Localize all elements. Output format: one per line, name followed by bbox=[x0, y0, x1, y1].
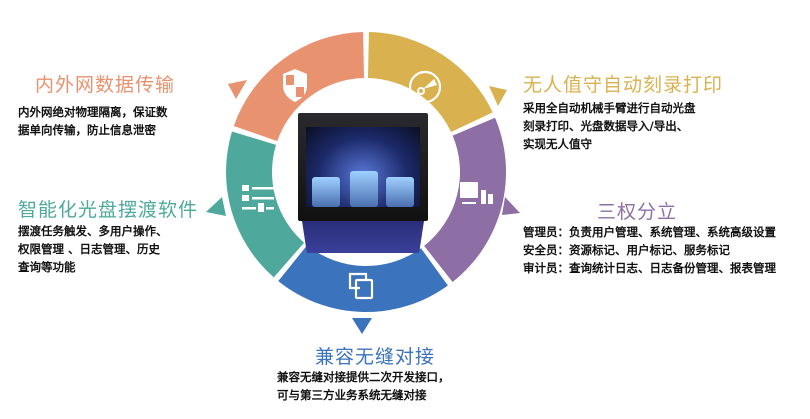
ring-segment-three-powers bbox=[424, 117, 506, 283]
title-compatibility: 兼容无缝对接 bbox=[315, 346, 436, 368]
arrow-gold bbox=[489, 86, 507, 106]
desc-line: 权限管理 、日志管理、历史 bbox=[18, 242, 161, 256]
desc-line: 摆渡任务触发、多用户操作、 bbox=[18, 224, 168, 238]
monitor-chart-icon bbox=[460, 182, 493, 204]
desc-line: 可与第三方业务系统无缝对接 bbox=[277, 388, 427, 402]
ring-segment-ferry-software bbox=[226, 131, 305, 278]
arrow-teal bbox=[206, 197, 226, 216]
desc-line: 据单向传输，防止信息泄密 bbox=[18, 123, 156, 137]
shield-icon bbox=[283, 69, 307, 102]
title-data-transfer: 内外网数据传输 bbox=[35, 74, 176, 96]
desc-data-transfer: 内外网绝对物理隔离，保证数 据单向传输，防止信息泄密 bbox=[18, 103, 168, 139]
desc-line: 采用全自动机械手臂进行自动光盘 bbox=[523, 101, 696, 115]
desc-line: 审计员：查询统计日志、日志备份管理、报表管理 bbox=[523, 261, 776, 275]
ring-segment-auto-burn bbox=[367, 32, 493, 132]
disc-icon bbox=[408, 70, 442, 104]
desc-line: 安全员：资源标记、用户标记、服务标记 bbox=[523, 243, 730, 257]
desc-line: 刻录打印、光盘数据导入/导出、 bbox=[523, 119, 689, 133]
arrow-blue bbox=[352, 318, 372, 334]
desc-line: 查询等功能 bbox=[18, 260, 76, 274]
desc-line: 管理员：负责用户管理、系统管理、系统高级设置 bbox=[523, 225, 776, 239]
disc-stack-center bbox=[350, 171, 378, 207]
desc-auto-burn: 采用全自动机械手臂进行自动光盘 刻录打印、光盘数据导入/导出、 实现无人值守 bbox=[523, 99, 696, 153]
list-settings-icon bbox=[242, 185, 274, 212]
desc-compatibility: 兼容无缝对接提供二次开发接口， 可与第三方业务系统无缝对接 bbox=[277, 368, 450, 404]
desc-line: 内外网绝对物理隔离，保证数 bbox=[18, 105, 168, 119]
disc-stack-right bbox=[386, 177, 414, 207]
link-frames-icon bbox=[348, 272, 374, 300]
arrow-purple bbox=[502, 197, 520, 215]
title-three-powers: 三权分立 bbox=[597, 201, 678, 223]
machine-window bbox=[306, 127, 420, 207]
desc-ferry-software: 摆渡任务触发、多用户操作、 权限管理 、日志管理、历史 查询等功能 bbox=[18, 222, 168, 276]
title-ferry-software: 智能化光盘摆渡软件 bbox=[18, 199, 199, 221]
arrow-orange bbox=[228, 80, 247, 99]
disc-stack-left bbox=[312, 177, 340, 207]
desc-line: 实现无人值守 bbox=[523, 137, 592, 151]
machine-tray bbox=[302, 221, 424, 253]
ring-segment-compatibility bbox=[278, 245, 448, 312]
disc-publisher-image bbox=[298, 113, 428, 221]
title-auto-burn: 无人值守自动刻录打印 bbox=[523, 74, 724, 96]
desc-three-powers: 管理员：负责用户管理、系统管理、系统高级设置 安全员：资源标记、用户标记、服务标… bbox=[523, 223, 776, 277]
machine-tray-wrap bbox=[298, 113, 428, 253]
desc-line: 兼容无缝对接提供二次开发接口， bbox=[277, 370, 450, 384]
